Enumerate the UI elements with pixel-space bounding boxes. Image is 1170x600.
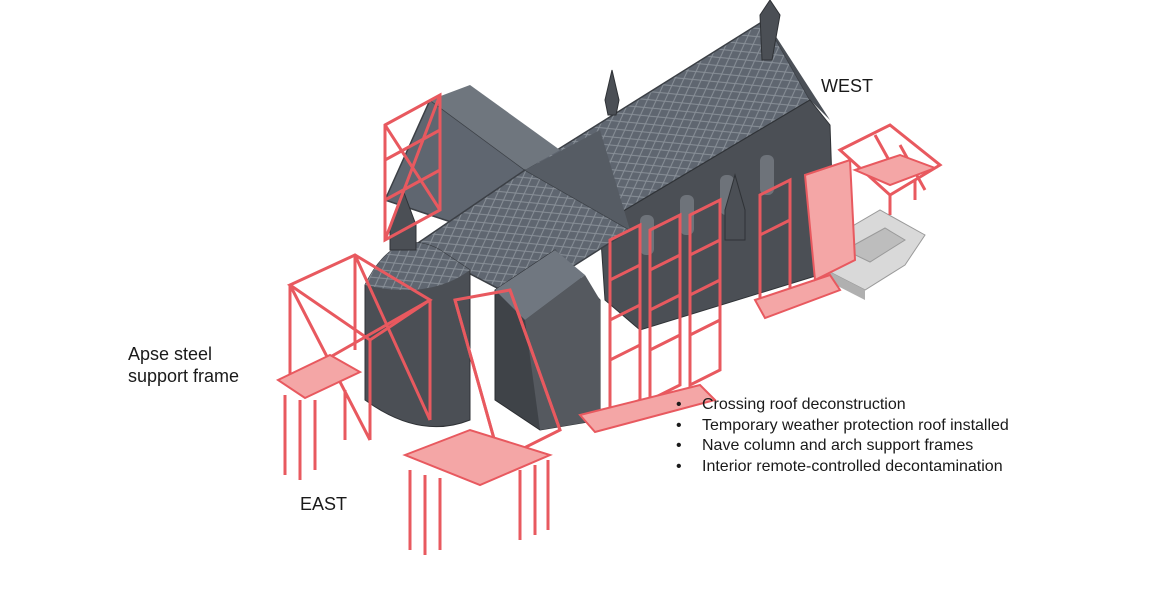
note-item: Interior remote-controlled decontaminati… [676,457,1009,478]
steel-legs [283,390,550,555]
east-label: EAST [300,494,348,514]
south-transept [494,249,601,431]
note-item: Temporary weather protection roof instal… [676,416,1009,437]
note-item: Nave column and arch support frames [676,436,1009,457]
apse-frame-label: Apse steel support frame [128,344,240,386]
steel-platforms [275,153,938,487]
works-notes-list: Crossing roof deconstruction Temporary w… [676,395,1009,477]
note-item: Crossing roof deconstruction [676,395,1009,416]
west-label: WEST [821,76,873,96]
